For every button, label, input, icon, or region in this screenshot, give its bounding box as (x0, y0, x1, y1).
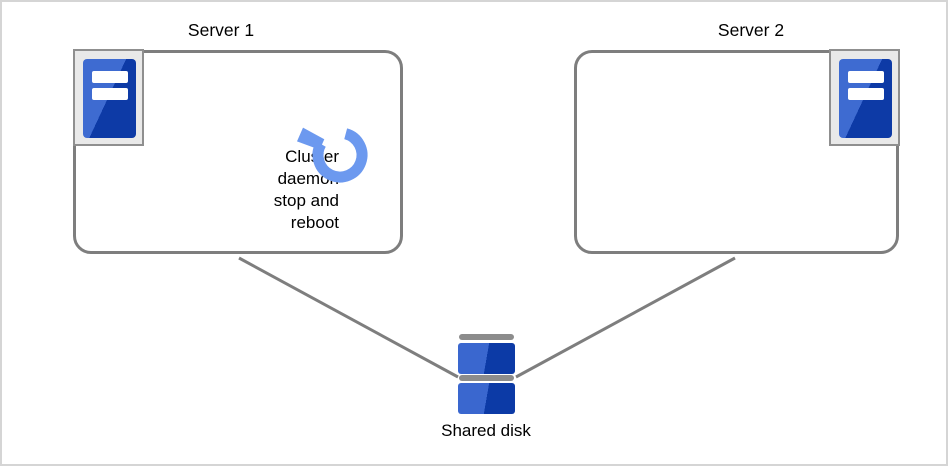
server-slot-bar (848, 88, 884, 100)
disk-platter (458, 383, 515, 414)
server-slot-bar (848, 71, 884, 83)
server-slot-bar (92, 88, 128, 100)
disk-cap-bar (459, 375, 514, 381)
shared-disk-label: Shared disk (441, 421, 531, 440)
server2-title: Server 2 (717, 20, 785, 40)
server1-title: Server 1 (187, 20, 255, 40)
server-icon (839, 59, 892, 138)
connector-server2-disk (515, 256, 736, 379)
server2-icon-frame (829, 49, 900, 146)
disk-cap-bar (459, 334, 514, 340)
server-icon (83, 59, 136, 138)
disk-platter (458, 343, 515, 374)
server-slot-bar (92, 71, 128, 83)
disk-stack-icon (458, 334, 515, 414)
connector-server1-disk (238, 256, 459, 379)
reboot-arrow-icon (297, 127, 368, 183)
server1-icon-frame (73, 49, 144, 146)
